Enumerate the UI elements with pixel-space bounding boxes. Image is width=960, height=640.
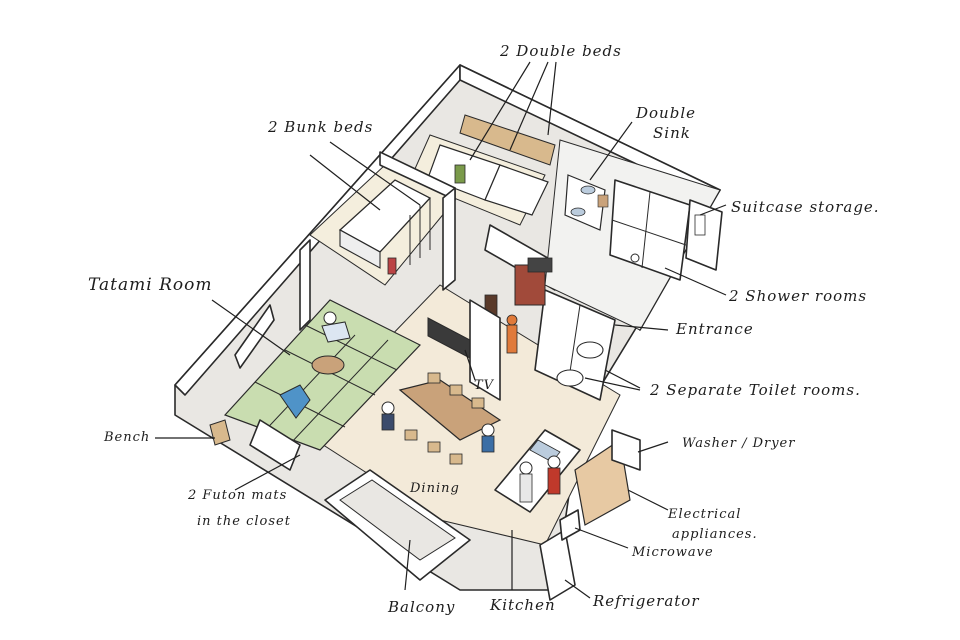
- label-refrigerator: Refrigerator: [592, 592, 700, 610]
- label-tatami-room: Tatami Room: [88, 275, 212, 295]
- toilet-rooms: [534, 289, 616, 401]
- washer-dryer: [611, 429, 641, 471]
- label-kitchen: Kitchen: [489, 596, 556, 614]
- label-balcony: Balcony: [387, 598, 455, 616]
- kitchen-people: [519, 455, 561, 503]
- dining-chairs: [404, 372, 485, 465]
- suitcase-storage: [685, 199, 723, 271]
- blue-cushion: [279, 384, 311, 419]
- entrance-area: [484, 257, 553, 354]
- label-bunk-beds: 2 Bunk beds: [267, 118, 373, 136]
- refrigerator: [539, 529, 576, 601]
- leader-lines: [155, 61, 727, 599]
- tatami-window: [234, 304, 275, 369]
- diners: [381, 401, 495, 453]
- balcony-inner: [339, 479, 456, 561]
- partition-wall-2: [442, 187, 456, 291]
- label-futon-line2: in the closet: [197, 514, 291, 529]
- kitchen-counter: [494, 429, 581, 513]
- double-beds: [427, 114, 556, 216]
- dining-table: [398, 379, 502, 441]
- person-tatami: [321, 311, 351, 343]
- label-double-sink-line2: Sink: [653, 124, 691, 142]
- partition-wall-3: [299, 239, 311, 331]
- label-suitcase-storage: Suitcase storage.: [731, 198, 880, 216]
- label-dining: Dining: [409, 481, 460, 496]
- label-double-beds: 2 Double beds: [499, 42, 622, 60]
- label-electrical-line1: Electrical: [667, 507, 741, 522]
- label-washer-dryer: Washer / Dryer: [682, 436, 795, 451]
- label-bench: Bench: [103, 430, 150, 445]
- label-microwave: Microwave: [631, 545, 714, 560]
- label-shower-rooms: 2 Shower rooms: [728, 287, 867, 305]
- low-table: [311, 355, 345, 375]
- label-double-sink-line1: Double: [635, 104, 696, 122]
- label-entrance: Entrance: [675, 320, 754, 338]
- label-tv: TV: [474, 378, 495, 393]
- futon-closet: [249, 419, 301, 471]
- double-sink: [564, 174, 609, 231]
- label-toilet-rooms: 2 Separate Toilet rooms.: [649, 381, 861, 399]
- shower-rooms: [609, 179, 691, 281]
- label-futon-line1: 2 Futon mats: [187, 488, 287, 503]
- tv: [427, 299, 501, 401]
- label-electrical-line2: appliances.: [672, 527, 758, 542]
- bunk-beds: [338, 179, 432, 275]
